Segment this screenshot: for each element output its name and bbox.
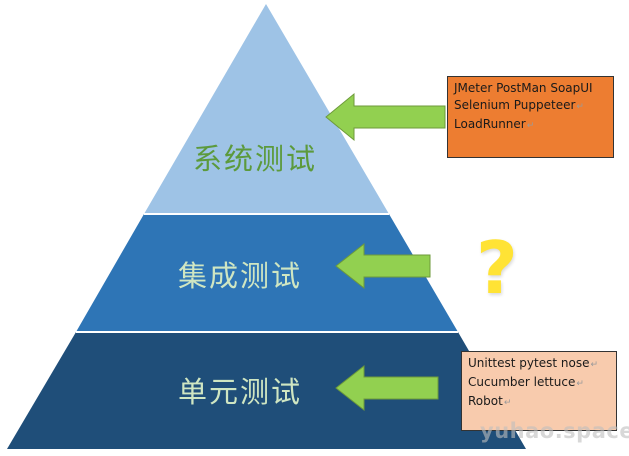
tool-line: Selenium Puppeteer↵ (454, 98, 584, 112)
tier-label-integration: 集成测试 (178, 259, 303, 293)
paragraph-mark-icon: ↵ (576, 102, 584, 112)
pyramid-tier-unit (7, 332, 526, 449)
unit-test-tools-box: Unittest pytest nose↵ Cucumber lettuce↵ … (461, 351, 617, 431)
watermark: yuhao.space (480, 419, 629, 443)
arrow-left-icon (325, 92, 446, 142)
paragraph-mark-icon: ↵ (526, 121, 535, 131)
tool-line: Robot↵ (468, 394, 512, 408)
pyramid-tier-system (144, 4, 389, 214)
arrow-left-icon (335, 364, 439, 412)
tier-label-unit: 单元测试 (178, 375, 303, 409)
paragraph-mark-icon: ↵ (503, 398, 512, 408)
tier-label-system: 系统测试 (193, 142, 318, 176)
tool-line: Cucumber lettuce↵ (468, 375, 584, 389)
system-test-tools-box: JMeter PostMan SoapUI Selenium Puppeteer… (447, 76, 614, 158)
tool-line: JMeter PostMan SoapUI (454, 81, 593, 95)
question-mark-icon: ? (476, 226, 518, 310)
paragraph-mark-icon: ↵ (576, 379, 584, 389)
arrow-left-icon (335, 242, 431, 290)
pyramid-tier-integration (76, 214, 458, 332)
paragraph-mark-icon: ↵ (590, 360, 598, 370)
tool-line: LoadRunner↵ (454, 117, 535, 131)
tool-line: Unittest pytest nose↵ (468, 356, 598, 370)
